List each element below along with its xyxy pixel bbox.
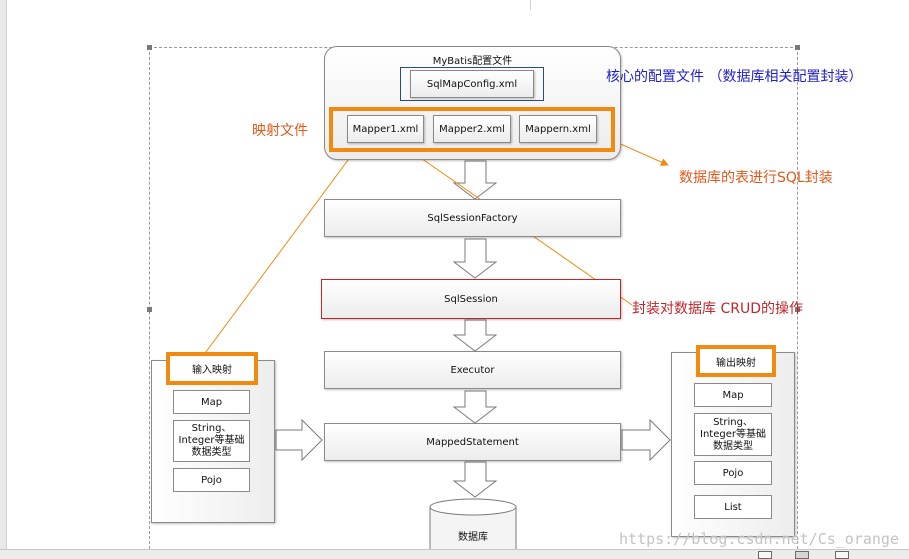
resize-handle-top-left[interactable] — [147, 45, 152, 50]
mappern-box[interactable]: Mappern.xml — [519, 115, 597, 143]
core-config-highlight — [400, 67, 544, 101]
output-datatype-label: 数据类型 — [713, 440, 753, 452]
mappern-label: Mappern.xml — [525, 123, 591, 135]
mapper2-box[interactable]: Mapper2.xml — [433, 115, 511, 143]
mappers-highlight — [329, 107, 615, 152]
input-map-label: Map — [200, 396, 223, 408]
mappedstatement-label: MappedStatement — [426, 436, 519, 448]
web-layout-icon[interactable] — [835, 551, 849, 559]
resize-handle-top-right[interactable] — [795, 45, 800, 50]
output-pojo-box[interactable]: Pojo — [694, 461, 772, 485]
mapper1-box[interactable]: Mapper1.xml — [347, 115, 424, 143]
input-pojo-box[interactable]: Pojo — [173, 468, 250, 492]
down-arrow-2 — [452, 238, 498, 279]
input-map-box[interactable]: Map — [173, 390, 250, 414]
resize-handle-middle-right[interactable] — [795, 307, 800, 312]
output-string-label: String、 — [713, 416, 753, 428]
mappedstatement-box[interactable]: MappedStatement — [324, 423, 621, 461]
output-basic-types-box[interactable]: String、 Integer等基础 数据类型 — [694, 413, 772, 456]
input-mapping-title[interactable]: 输入映射 — [166, 352, 258, 385]
database-cylinder[interactable] — [429, 497, 517, 559]
flow-arrows — [275, 160, 671, 498]
input-integer-label: Integer等基础 — [178, 435, 245, 446]
down-arrow-3 — [452, 319, 498, 352]
output-integer-label: Integer等基础 — [700, 428, 766, 440]
resize-handle-middle-left[interactable] — [147, 307, 152, 312]
crud-annotation: 封装对数据库 CRUD的操作 — [632, 301, 803, 317]
executor-box[interactable]: Executor — [324, 351, 621, 389]
right-arrow-in — [275, 418, 323, 462]
sqlsession-box[interactable]: SqlSession — [321, 279, 621, 319]
output-mapping-title[interactable]: 输出映射 — [696, 345, 776, 377]
sqlmapconfig-box[interactable]: SqlMapConfig.xml — [410, 70, 534, 98]
output-list-label: List — [724, 501, 742, 513]
output-map-box[interactable]: Map — [694, 383, 772, 407]
mapper1-label: Mapper1.xml — [352, 123, 419, 135]
status-bar — [0, 549, 909, 559]
output-mapping-title-label: 输出映射 — [716, 357, 756, 369]
output-list-box[interactable]: List — [694, 495, 772, 519]
sqlsessionfactory-box[interactable]: SqlSessionFactory — [324, 199, 621, 237]
mapper2-label: Mapper2.xml — [439, 123, 505, 135]
print-layout-icon[interactable] — [795, 551, 809, 559]
page-guide — [530, 0, 531, 10]
sqlmapconfig-label: SqlMapConfig.xml — [426, 78, 518, 90]
table-sql-annotation: 数据库的表进行SQL封装 — [679, 170, 833, 186]
watermark: https://blog.csdn.net/Cs_orange — [619, 530, 899, 548]
right-arrow-out — [621, 418, 671, 462]
sqlsession-label: SqlSession — [444, 293, 498, 305]
config-title: MyBatis配置文件 — [432, 56, 513, 67]
input-pojo-label: Pojo — [201, 474, 222, 486]
input-datatype-label: 数据类型 — [191, 447, 232, 458]
output-pojo-label: Pojo — [722, 467, 744, 479]
database-label: 数据库 — [458, 532, 488, 543]
mapping-file-leader — [199, 132, 369, 361]
left-ruler — [0, 0, 7, 559]
core-config-annotation: 核心的配置文件 （数据库相关配置封装） — [606, 69, 863, 85]
input-string-label: String、 — [191, 423, 232, 434]
down-arrow-4 — [452, 390, 498, 424]
sqlsessionfactory-label: SqlSessionFactory — [427, 212, 518, 224]
output-map-label: Map — [722, 389, 744, 401]
input-basic-types-box[interactable]: String、 Integer等基础 数据类型 — [173, 420, 250, 462]
read-mode-icon[interactable] — [758, 551, 772, 559]
table-sql-leader — [615, 141, 669, 166]
input-mapping-title-label: 输入映射 — [192, 365, 232, 376]
down-arrow-1 — [452, 160, 498, 200]
down-arrow-5 — [452, 461, 498, 498]
executor-label: Executor — [450, 364, 495, 376]
mapping-file-annotation: 映射文件 — [252, 123, 308, 139]
